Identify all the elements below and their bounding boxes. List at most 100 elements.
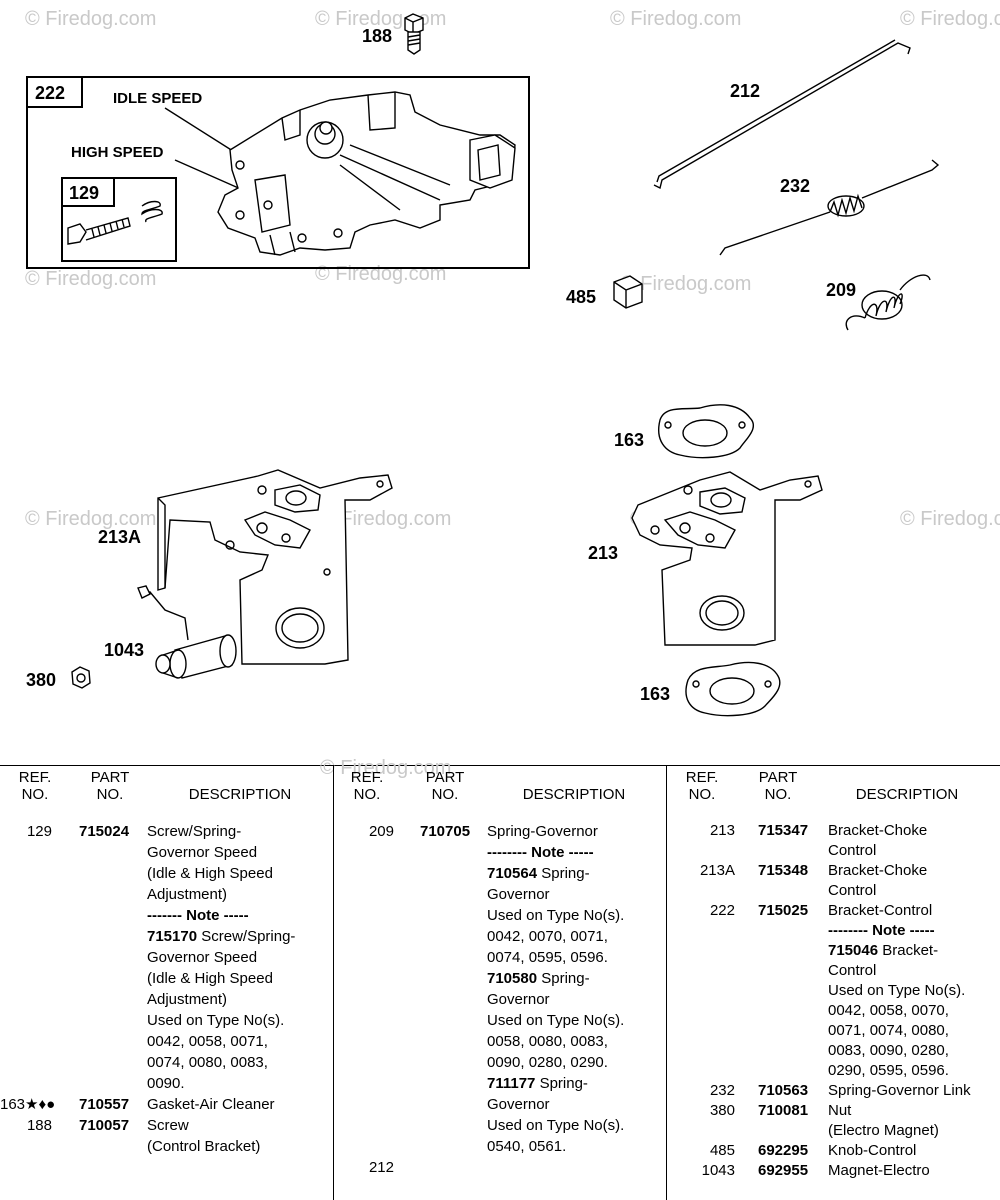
header-ref: REF.NO. [18,769,52,803]
label-high-speed: HIGH SPEED [71,144,164,161]
alt-part-number: 711177 [487,1075,536,1092]
ref-number: 1043 [701,1162,735,1179]
callout-212: 212 [730,81,760,101]
ref-number: 485 [709,1142,735,1159]
alt-part-number: 715170 [147,928,198,945]
part-number: 715347 [758,822,809,839]
alt-part-description: 715046 Bracket- Control Used on Type No(… [828,941,1000,1081]
parts-row: 222 715025 Bracket-Control [667,901,1000,921]
ref-number: 213 [709,822,735,839]
parts-row: 212 [334,1157,665,1178]
callout-380: 380 [26,670,56,690]
parts-row: 710564 Spring- Governor Used on Type No(… [334,863,665,968]
description-text: Spring-Governor [487,823,598,840]
callout-485: 485 [566,287,596,307]
watermark: © Firedog.com [25,268,156,290]
part-number: 710057 [79,1117,130,1134]
note-separator: -------- Note ----- [828,922,935,939]
callout-129: 129 [69,183,99,203]
part-number: 710557 [79,1096,130,1113]
part-number: 710081 [758,1102,809,1119]
watermark: © Firedog.com [900,8,1000,30]
ref-number: 213A [699,862,735,879]
watermark: © Firedog.com [25,8,156,30]
description-text: Bracket-Choke Control [828,822,928,859]
parts-row: -------- Note ----- [334,842,665,863]
parts-row: 711177 Spring- Governor Used on Type No(… [334,1073,665,1157]
part-number: 715348 [758,862,809,879]
part-129-screw-spring: 129 [61,177,177,262]
alt-part-description: 715170 Screw/Spring- Governor Speed (Idl… [147,926,330,1094]
alt-part-description: 710564 Spring- Governor Used on Type No(… [487,863,665,968]
watermark: © Firedog.com [620,273,751,295]
part-number: 692955 [758,1162,809,1179]
part-485-knob: 485 [566,275,643,309]
part-163-gasket-bottom: 163 [640,661,781,717]
ref-number: 232 [709,1082,735,1099]
description-text: Gasket-Air Cleaner [147,1096,275,1113]
callout-163: 163 [614,430,644,450]
description-text: Nut (Electro Magnet) [828,1102,939,1139]
parts-diagram: © Firedog.com © Firedog.com © Firedog.co… [25,8,1000,717]
description-text: Spring- Governor Used on Type No(s). 004… [487,865,625,966]
parts-row: 715170 Screw/Spring- Governor Speed (Idl… [0,926,330,1094]
watermark: © Firedog.com [320,757,452,779]
ref-number: 129 [26,823,52,840]
part-212-link: 212 [653,39,911,190]
watermark: © Firedog.com [25,508,156,530]
alt-part-number: 710580 [487,970,538,987]
ref-number: 222 [709,902,735,919]
part-222-bracket-control: 222 IDLE SPEED HIGH SPEED [26,76,530,269]
part-232-spring-governor-link: 232 [719,159,940,256]
description-text: Bracket- Control Used on Type No(s). 004… [828,942,966,1079]
part-209-spring-governor: 209 [826,274,931,331]
description-text: Screw (Control Bracket) [147,1117,261,1155]
description-text: Knob-Control [828,1142,917,1159]
header-description: DESCRIPTION [855,786,959,803]
description-text: Bracket-Control [828,902,933,919]
description-text: Spring- Governor Used on Type No(s). 005… [487,970,625,1071]
alt-part-description: 711177 Spring- Governor Used on Type No(… [487,1073,665,1157]
parts-row: 163★♦● 710557 Gasket-Air Cleaner [0,1094,330,1115]
callout-213A: 213A [98,527,141,547]
watermark: © Firedog.com [610,8,741,30]
part-number: 710705 [420,823,471,840]
alt-part-number: 710564 [487,865,538,882]
alt-part-number: 715046 [828,942,879,959]
part-number: 715025 [758,902,809,919]
description-text: Spring-Governor Link [828,1082,971,1099]
table-top-rule [0,765,1000,766]
part-213A-bracket-choke: 213A [98,469,393,665]
ref-number: 163★♦● [0,1096,56,1113]
part-163-gasket-top: 163 [614,404,755,459]
ref-number: 188 [26,1117,52,1134]
watermark: © Firedog.com [900,508,1000,530]
parts-rows: 213 715347 Bracket-Choke Control 213A 715348… [667,821,1000,1181]
watermark: © Firedog.com [315,263,446,285]
callout-213: 213 [588,543,618,563]
header-description: DESCRIPTION [188,786,292,803]
part-188-screw: 188 [362,13,424,55]
callout-188: 188 [362,26,392,46]
parts-row: 1043 692955 Magnet-Electro [667,1161,1000,1181]
description-text: Magnet-Electro [828,1162,930,1179]
header-ref: REF.NO. [685,769,719,803]
part-number: 710563 [758,1082,809,1099]
label-idle-speed: IDLE SPEED [113,90,202,107]
callout-163: 163 [640,684,670,704]
